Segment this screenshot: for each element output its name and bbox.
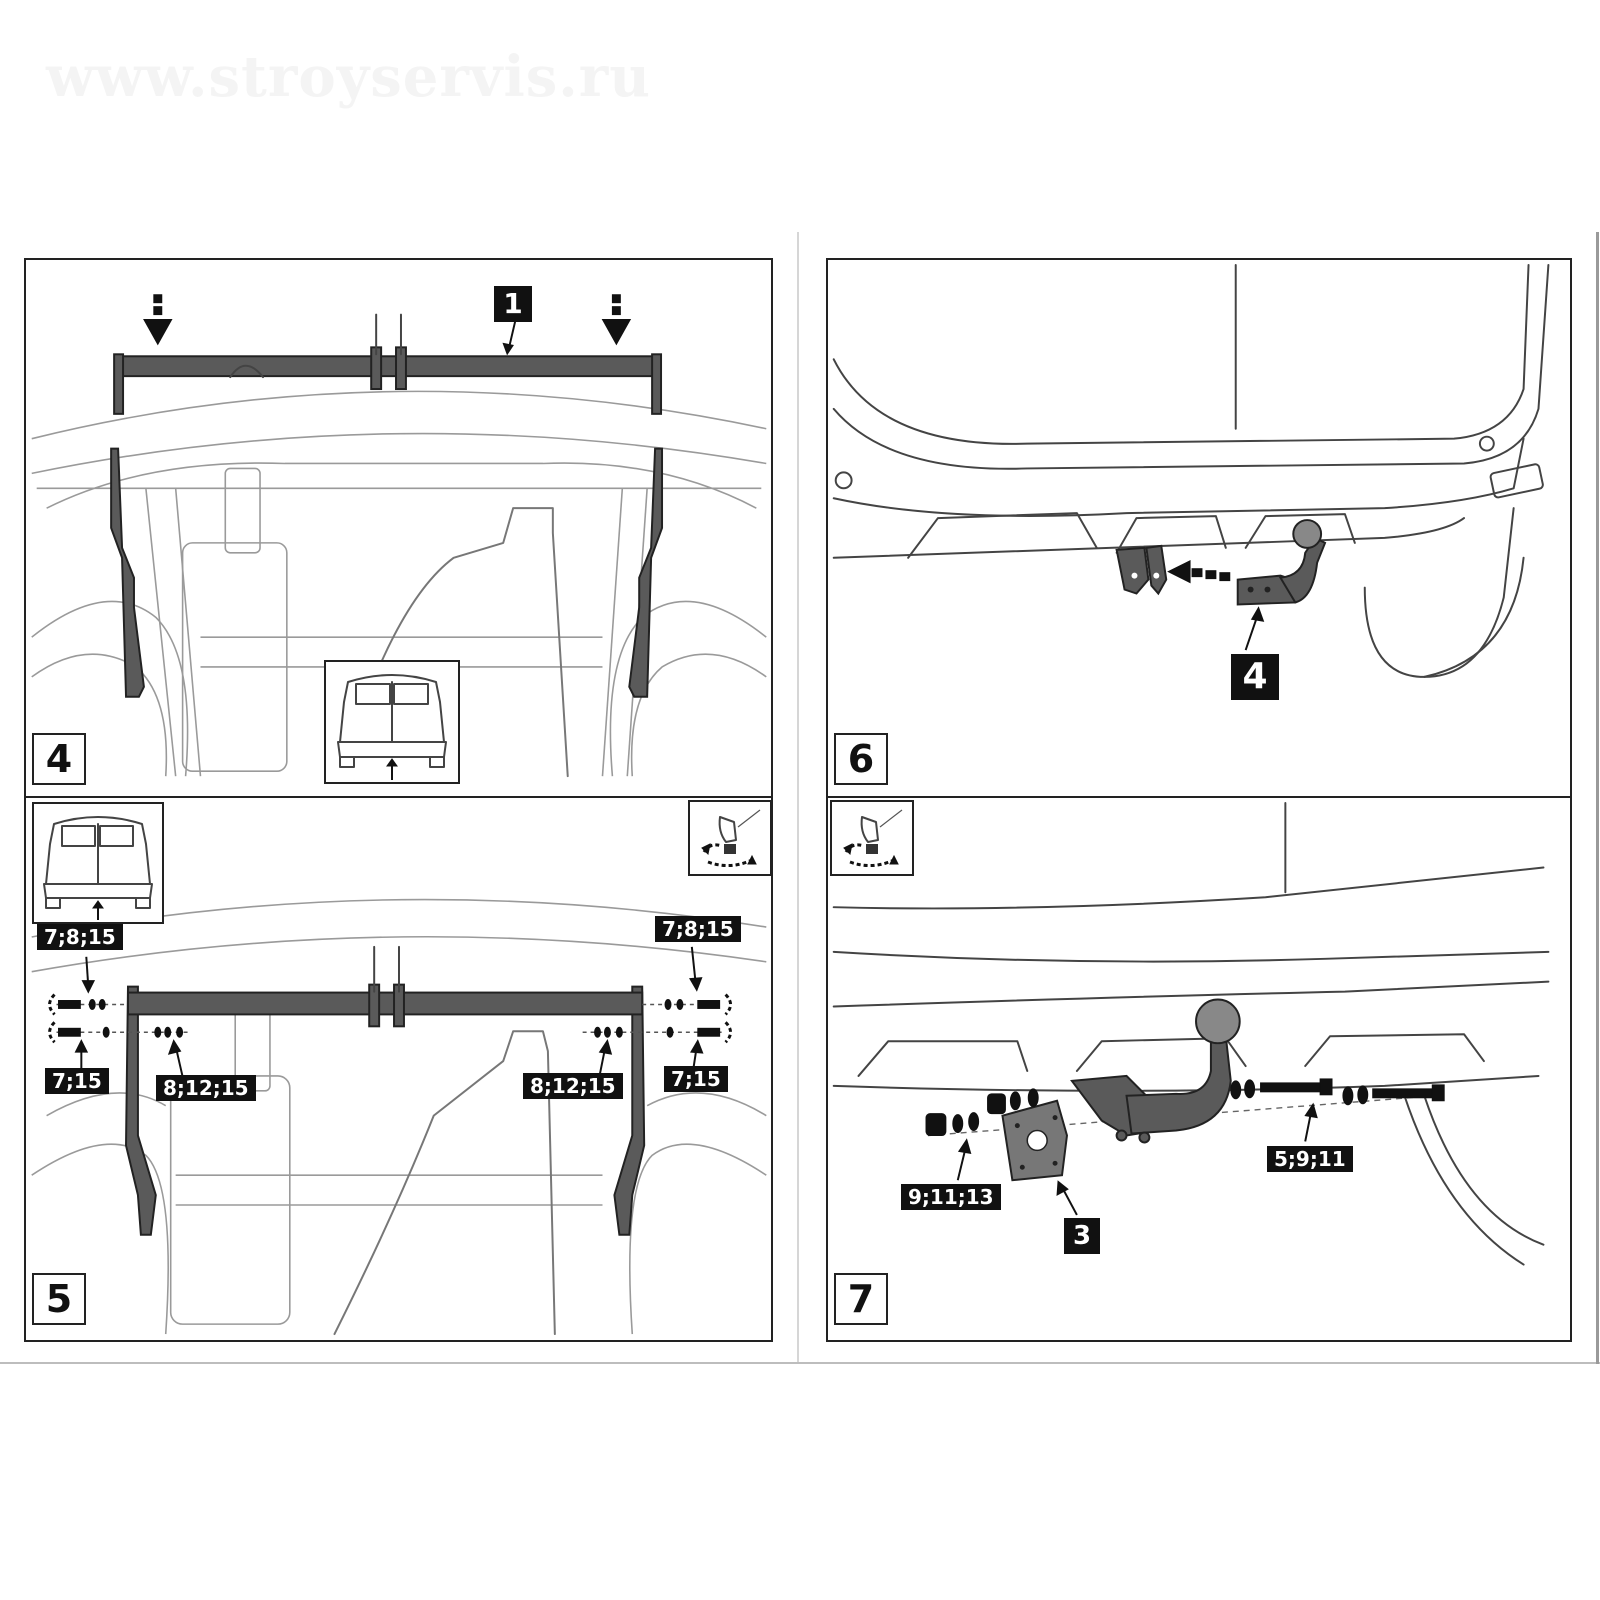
down-arrow-icon <box>143 294 173 346</box>
part-label: 7;8;15 <box>655 916 741 942</box>
torque-wrench-icon <box>688 800 771 876</box>
panel-step-7: 3 9;11;13 5;9;11 7 <box>826 796 1572 1342</box>
vertical-divider <box>797 232 799 1364</box>
panel-step-6: 4 6 <box>826 258 1572 798</box>
step-5-illustration <box>31 898 767 1336</box>
panel-step-5: 7;8;15 7;8;15 7;15 8;12;15 8;12;15 7;15 … <box>24 796 773 1342</box>
step-number: 7 <box>834 1273 888 1325</box>
part-label: 1 <box>494 286 532 322</box>
van-inset <box>324 660 460 784</box>
van-rear-view-icon <box>43 816 153 920</box>
part-label: 4 <box>1231 654 1279 700</box>
van-rear-view-icon <box>337 674 447 780</box>
part-label: 7;15 <box>45 1068 109 1094</box>
part-label: 8;12;15 <box>523 1073 623 1099</box>
torque-wrench-icon <box>830 800 914 876</box>
right-edge-line <box>1596 232 1599 1364</box>
part-label: 7;8;15 <box>37 924 123 950</box>
step-number: 4 <box>32 733 86 785</box>
down-arrow-icon <box>601 294 632 346</box>
horizontal-divider <box>0 1362 1600 1364</box>
part-label: 3 <box>1064 1218 1100 1254</box>
step-6-illustration <box>832 263 1550 678</box>
part-label: 7;15 <box>664 1066 728 1092</box>
part-label: 8;12;15 <box>156 1075 256 1101</box>
step-number: 5 <box>32 1273 86 1325</box>
step-4-illustration <box>31 294 767 778</box>
step-number: 6 <box>834 733 888 785</box>
van-inset <box>32 802 164 924</box>
part-label: 9;11;13 <box>901 1184 1001 1210</box>
part-label: 5;9;11 <box>1267 1146 1353 1172</box>
step-7-illustration <box>832 801 1550 1266</box>
panel-step-4: 1 4 <box>24 258 773 798</box>
watermark: www.stroyservis.ru <box>46 44 651 110</box>
